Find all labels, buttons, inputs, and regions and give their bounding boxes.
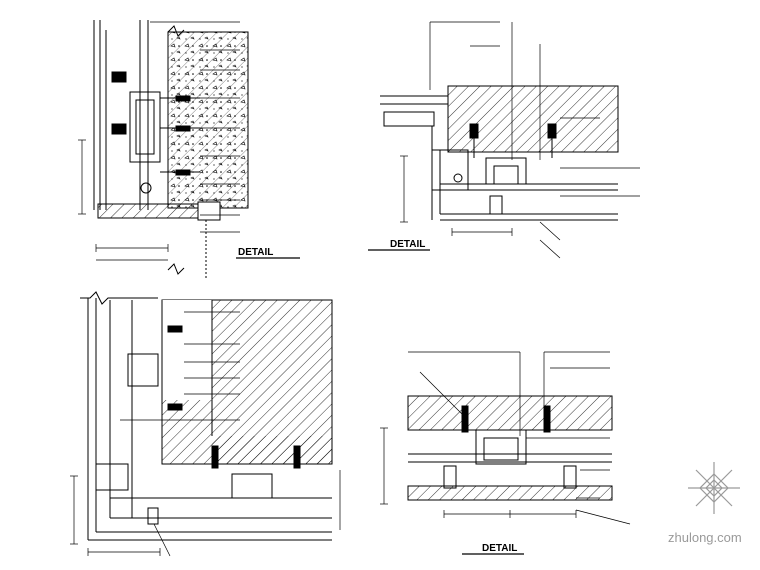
- bracket: [95, 463, 129, 491]
- anchor-bolt: [547, 123, 557, 139]
- concrete-beam: [447, 85, 619, 153]
- detail-title-3: DETAIL: [482, 543, 517, 554]
- steel-channel: [127, 353, 159, 387]
- hanger-box: [197, 201, 221, 221]
- anchor-bolt: [167, 403, 183, 411]
- detail-title-2: DETAIL: [390, 239, 425, 250]
- hanger-clip: [563, 465, 577, 489]
- steel-channel: [485, 157, 527, 185]
- anchor-bolt: [211, 445, 219, 469]
- detail-top-left: [78, 20, 300, 278]
- hanger-clip: [443, 465, 457, 489]
- steel-channel: [231, 473, 273, 499]
- anchor-bolt: [167, 325, 183, 333]
- detail-bottom-left: [70, 291, 341, 557]
- detail-bottom-right: [380, 351, 631, 555]
- watermark-text: zhulong.com: [668, 530, 742, 545]
- anchor-bolt: [293, 445, 301, 469]
- anchor-bolt: [461, 405, 469, 433]
- steel-channel: [129, 91, 161, 163]
- steel-channel: [475, 429, 527, 465]
- detail-top-right: [368, 21, 640, 259]
- ceiling-board: [407, 485, 613, 501]
- detail-title-1: DETAIL: [238, 247, 273, 258]
- concrete-slab: [407, 395, 613, 431]
- anchor-bolt: [160, 95, 200, 176]
- watermark-logo: [688, 462, 740, 514]
- ceiling-slab: [97, 203, 199, 219]
- anchor-bolt: [543, 405, 551, 433]
- anchor-bolt: [469, 123, 479, 139]
- ceiling-board: [383, 111, 435, 127]
